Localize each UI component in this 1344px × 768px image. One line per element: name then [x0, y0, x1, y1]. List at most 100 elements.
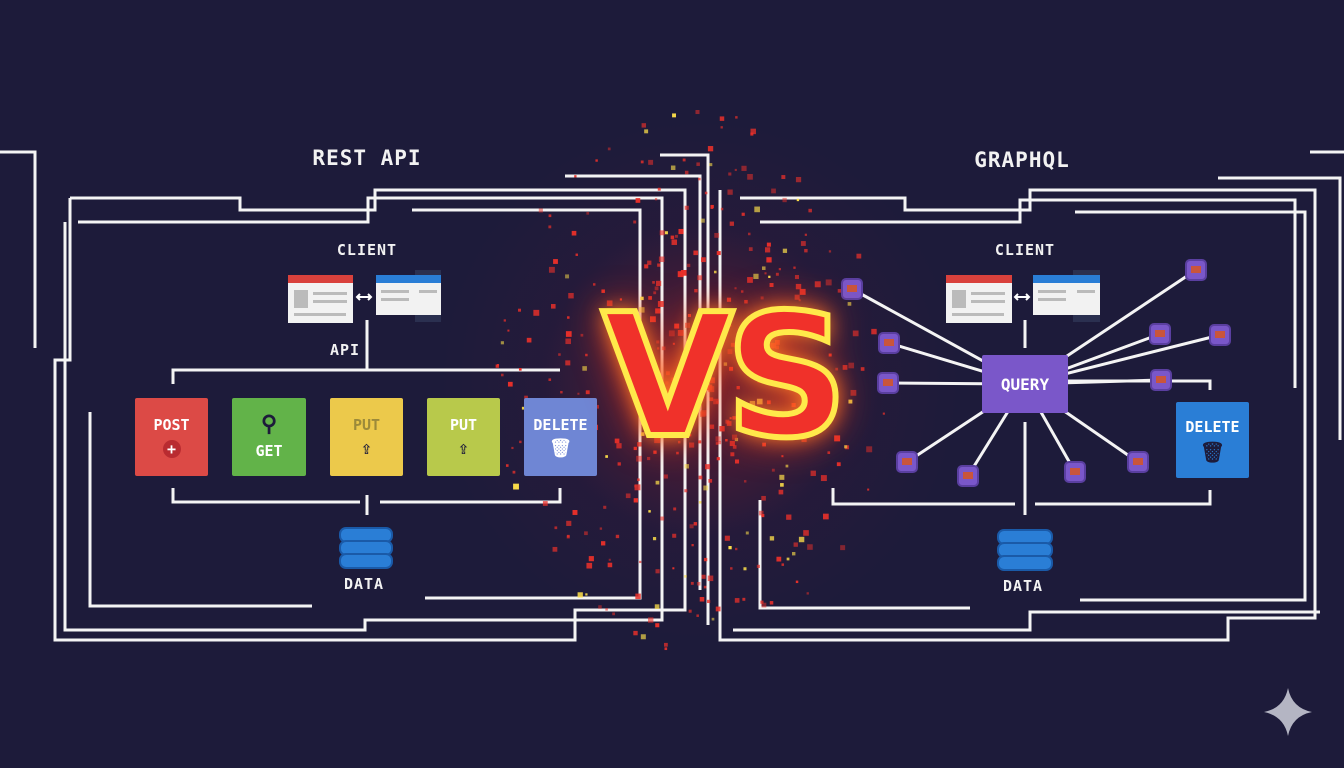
particle	[726, 297, 732, 302]
particle	[680, 384, 683, 387]
particle	[691, 544, 694, 547]
particle	[709, 163, 713, 167]
particle	[729, 417, 732, 420]
particle	[565, 331, 572, 337]
particle	[834, 435, 841, 442]
particle	[709, 377, 715, 384]
graph-node-core	[1155, 330, 1165, 337]
particle	[727, 189, 733, 195]
particle	[728, 172, 732, 176]
particle	[736, 386, 740, 390]
particle	[768, 275, 771, 278]
particle	[719, 116, 725, 121]
particle	[761, 266, 766, 270]
particle	[674, 323, 680, 329]
particle	[807, 410, 812, 415]
particle	[606, 300, 613, 307]
particle	[595, 159, 598, 162]
particle	[729, 440, 735, 447]
particle	[679, 414, 685, 420]
particle	[681, 395, 688, 402]
particle	[524, 395, 528, 400]
graph-node-core	[1191, 266, 1201, 273]
particle	[677, 330, 684, 336]
particle	[747, 174, 753, 180]
bidirectional-arrow-icon	[355, 293, 373, 301]
put-label: PUT	[352, 416, 381, 434]
particle	[835, 367, 838, 371]
particle	[614, 438, 620, 444]
particle	[741, 165, 747, 171]
particle	[552, 546, 558, 552]
rest-title: REST API	[312, 146, 422, 170]
particle	[708, 386, 715, 393]
particle	[622, 367, 625, 370]
particle	[703, 557, 708, 562]
particle	[828, 250, 832, 253]
particle	[684, 464, 689, 469]
particle	[533, 309, 540, 316]
particle	[780, 483, 784, 487]
graph-node-core	[963, 472, 973, 479]
particle	[757, 379, 762, 383]
particle	[652, 537, 657, 541]
particle	[779, 474, 785, 480]
particle	[664, 642, 668, 647]
upload-icon: ⇪	[458, 438, 469, 459]
particle	[639, 560, 642, 564]
particle	[697, 390, 703, 396]
particle	[550, 304, 556, 309]
particle	[652, 409, 657, 414]
graph-node-core	[1215, 331, 1225, 338]
particle	[745, 531, 749, 535]
particle	[728, 546, 732, 550]
particle	[794, 274, 800, 280]
upload-icon: ⇪	[361, 438, 372, 459]
particle	[694, 379, 698, 382]
particle	[848, 362, 855, 369]
particle	[611, 310, 617, 315]
plus-icon: +	[162, 440, 181, 458]
particle	[565, 338, 571, 345]
particle	[734, 598, 740, 603]
particle	[797, 371, 804, 378]
search-icon: ⚲	[260, 412, 278, 437]
particle	[698, 360, 703, 364]
particle	[808, 208, 812, 213]
particle	[500, 341, 504, 345]
particle	[714, 232, 720, 238]
particle	[598, 605, 602, 609]
particle	[565, 274, 570, 279]
particle	[775, 345, 780, 350]
particle	[844, 445, 848, 449]
particle	[747, 277, 753, 283]
particle	[659, 230, 665, 236]
particle	[672, 113, 676, 118]
particle	[577, 392, 580, 395]
particle	[647, 260, 652, 265]
particle	[798, 299, 801, 302]
particle	[697, 275, 703, 281]
graphql-title: GRAPHQL	[974, 148, 1070, 172]
particle	[794, 294, 800, 300]
graph-node-core	[1156, 376, 1166, 383]
particle	[495, 364, 499, 368]
get-label: GET	[255, 442, 283, 460]
particle	[615, 534, 620, 539]
particle	[639, 307, 645, 313]
particle	[769, 601, 774, 605]
particle	[848, 399, 853, 404]
particle	[507, 381, 513, 387]
particle	[711, 617, 715, 621]
particle	[698, 309, 701, 313]
particle	[521, 406, 525, 410]
particle	[774, 340, 780, 345]
particle	[754, 206, 760, 213]
particle	[827, 451, 831, 454]
particle	[698, 475, 703, 480]
particle	[700, 411, 706, 417]
particle	[665, 381, 669, 385]
particle	[582, 366, 587, 371]
particle	[761, 514, 765, 518]
particle	[542, 501, 548, 506]
